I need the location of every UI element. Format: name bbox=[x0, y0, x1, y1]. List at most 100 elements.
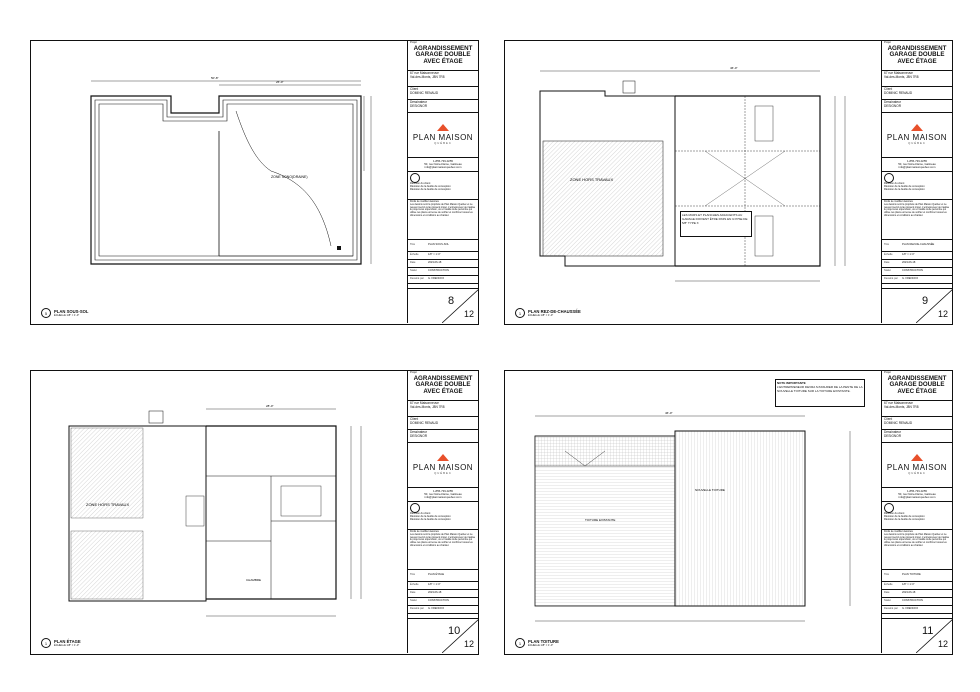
project-title: AGRANDISSEMENT GARAGE DOUBLE AVEC ÉTAGE bbox=[413, 44, 473, 65]
drawing-sheet-roof: TOITURE EXISTANTE NOUVELLE TOITURE 46'-0… bbox=[504, 370, 953, 655]
plan-number-circle: 1 bbox=[41, 638, 51, 648]
roof-plan-svg: TOITURE EXISTANTE NOUVELLE TOITURE 46'-0… bbox=[534, 411, 851, 622]
existing-roof-label: TOITURE EXISTANTE bbox=[585, 518, 615, 522]
drawing-sheet-ground-floor: ZONE HORS TRAVAUX 46'-0" LES MURS ET PLA… bbox=[504, 40, 953, 325]
plan-caption-title: PLAN REZ-DE-CHAUSSÉE bbox=[528, 309, 581, 314]
page-total: 12 bbox=[938, 309, 949, 319]
svg-text:46'-0": 46'-0" bbox=[730, 66, 738, 70]
house-roof-icon bbox=[911, 454, 923, 462]
svg-text:46'-0": 46'-0" bbox=[665, 411, 673, 415]
page-number: 10 bbox=[448, 625, 461, 637]
floor-plan-drawing: ZONE HORS TRAVAUX 46'-0" bbox=[505, 41, 881, 323]
fire-wall-note: LES MURS ET PLANCHES ADJACENTS AU GARAGE… bbox=[680, 211, 752, 237]
page-number: 9 bbox=[922, 295, 929, 307]
upper-floor-plan-svg: ZONE HORS TRAVAUX CHAMBRE 28'-0" bbox=[68, 404, 362, 617]
page-number-cell: 10 12 bbox=[408, 618, 479, 653]
new-roof-label: NOUVELLE TOITURE bbox=[695, 488, 725, 492]
page-number: 8 bbox=[448, 295, 455, 307]
plan-caption-scale: ÉCHELLE 1/8" = 1'-0" bbox=[528, 644, 554, 647]
page-total: 12 bbox=[464, 639, 475, 649]
room-label: CHAMBRE bbox=[246, 578, 261, 582]
floor-plan-drawing: ZONE SONO(DRAINE) 50'-8" 26'-0" bbox=[31, 41, 407, 323]
zone-label: ZONE SONO(DRAINE) bbox=[271, 175, 308, 179]
svg-text:50'-8": 50'-8" bbox=[211, 76, 219, 80]
page-number-cell: 8 12 bbox=[408, 288, 479, 323]
page-number-cell: 11 12 bbox=[882, 618, 953, 653]
basement-plan-svg: ZONE SONO(DRAINE) 50'-8" 26'-0" bbox=[90, 76, 372, 265]
house-roof-icon bbox=[437, 454, 449, 462]
ground-floor-plan-svg: ZONE HORS TRAVAUX 46'-0" bbox=[539, 66, 846, 282]
plan-number-circle: 1 bbox=[515, 638, 525, 648]
house-roof-icon bbox=[437, 124, 449, 132]
revision-symbol-icon bbox=[884, 503, 894, 513]
plan-caption-title: PLAN SOUS-SOL bbox=[54, 309, 89, 314]
page-total: 12 bbox=[938, 639, 949, 649]
plan-number-circle: 5 bbox=[41, 308, 51, 318]
page-number: 11 bbox=[922, 625, 934, 637]
zone-label: ZONE HORS TRAVAUX bbox=[86, 502, 129, 507]
note-body: L'ENTREPRENEUR DEVRA S'ASSURER DE LA PEN… bbox=[777, 385, 863, 393]
note-title: NOTE IMPORTANTE bbox=[777, 381, 806, 385]
plan-caption-scale: ÉCHELLE 1/8" = 1'-0" bbox=[54, 644, 80, 647]
plan-caption-title: PLAN ÉTAGE bbox=[54, 639, 81, 644]
svg-text:28'-0": 28'-0" bbox=[266, 404, 274, 408]
drawing-sheet-basement: ZONE SONO(DRAINE) 50'-8" 26'-0" 5 PLAN S… bbox=[30, 40, 479, 325]
project-title: AGRANDISSEMENT GARAGE DOUBLE AVEC ÉTAGE bbox=[887, 374, 947, 395]
floor-plan-drawing: TOITURE EXISTANTE NOUVELLE TOITURE 46'-0… bbox=[505, 371, 881, 653]
plan-number-circle: 1 bbox=[515, 308, 525, 318]
drawing-sheet-upper-floor: ZONE HORS TRAVAUX CHAMBRE 28'-0" 1 PLAN … bbox=[30, 370, 479, 655]
project-title: AGRANDISSEMENT GARAGE DOUBLE AVEC ÉTAGE bbox=[887, 44, 947, 65]
revision-symbol-icon bbox=[410, 503, 420, 513]
page-number-cell: 9 12 bbox=[882, 288, 953, 323]
house-roof-icon bbox=[911, 124, 923, 132]
zone-label: ZONE HORS TRAVAUX bbox=[570, 177, 613, 182]
plan-caption-title: PLAN TOITURE bbox=[528, 639, 559, 644]
revision-symbol-icon bbox=[410, 173, 420, 183]
floor-plan-drawing: ZONE HORS TRAVAUX CHAMBRE 28'-0" bbox=[31, 371, 407, 653]
